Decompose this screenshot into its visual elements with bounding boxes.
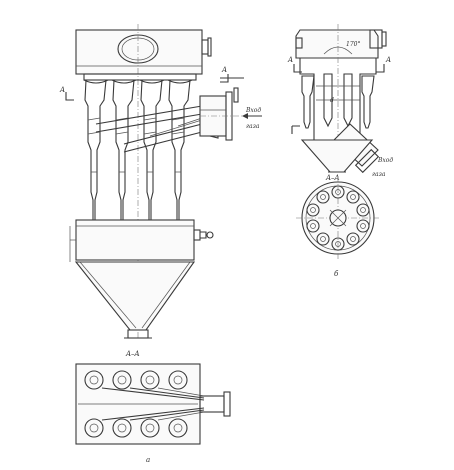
- section-marker-right: A: [221, 66, 227, 74]
- gas-inlet-sublabel-a: газа: [246, 123, 260, 130]
- section-marker-left: A: [59, 86, 65, 94]
- section-marker-b-left: A: [287, 56, 293, 64]
- lower-row-elements: [84, 418, 188, 438]
- section-aa-round: [296, 176, 380, 260]
- section-aa-title-a: A–A: [125, 350, 140, 358]
- gas-inlet-sublabel-b: газа: [372, 171, 386, 178]
- diameter-label: d: [330, 97, 334, 104]
- upper-row-elements: [84, 370, 188, 390]
- gas-inlet-label-b: Вход: [377, 157, 393, 164]
- section-aa-title-b: A–A: [325, 174, 340, 182]
- gas-inlet-label-a: Вход: [245, 107, 261, 114]
- section-marker-b-right: A: [385, 56, 391, 64]
- front-elevation: A A: [59, 24, 262, 340]
- view-label-a: а: [146, 456, 150, 464]
- angle-label: 170°: [346, 41, 360, 48]
- side-elevation: 170° d A A: [287, 24, 391, 174]
- section-aa-plan: [75, 363, 231, 445]
- view-label-b: б: [334, 270, 339, 278]
- gas-inlet-duct: [199, 91, 262, 141]
- dust-hopper: [74, 261, 196, 331]
- top-collector-box: [75, 29, 203, 75]
